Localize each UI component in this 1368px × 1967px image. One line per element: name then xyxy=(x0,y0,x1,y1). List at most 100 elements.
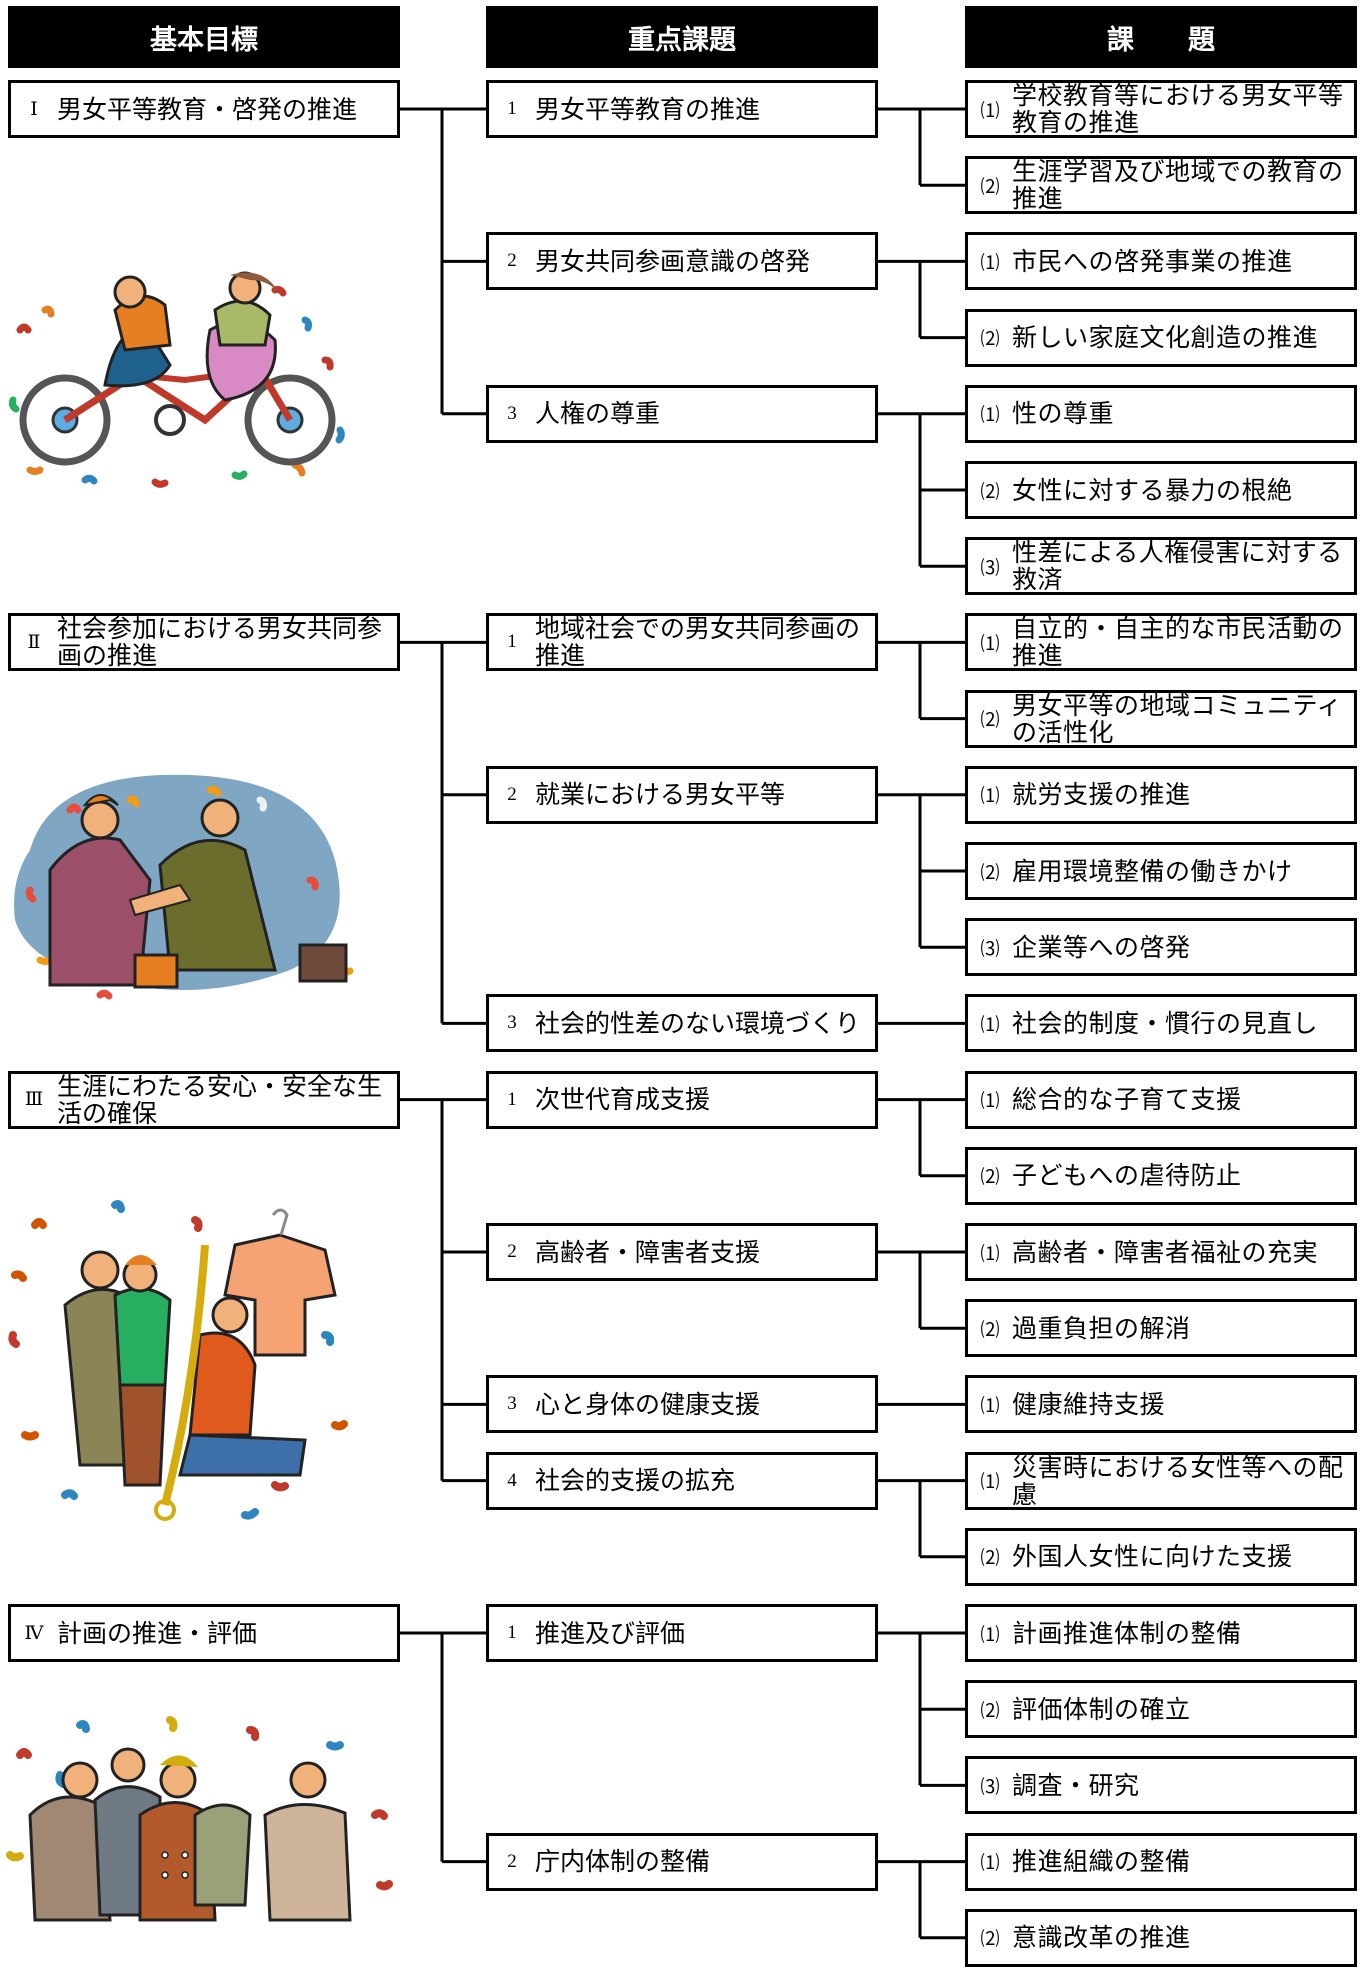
issue-box-label: 学校教育等における男女平等教育の推進 xyxy=(1012,81,1344,137)
priority-box-label: 心と身体の健康支援 xyxy=(535,1389,761,1419)
priority-box-number: 1 xyxy=(507,631,517,653)
issue-box-label: 就労支援の推進 xyxy=(1012,780,1191,810)
issue-box-label: 企業等への啓発 xyxy=(1012,932,1191,962)
priority-box-number: 3 xyxy=(507,402,517,424)
priority-box: 3 心と身体の健康支援 xyxy=(486,1375,878,1434)
priority-box-number: 4 xyxy=(507,1469,517,1491)
issue-box-label: 雇用環境整備の働きかけ xyxy=(1012,856,1293,886)
priority-box: 3 人権の尊重 xyxy=(486,384,878,443)
issue-box-number: ⑵ xyxy=(980,1167,1000,1189)
issue-box: ⑴ 総合的な子育て支援 xyxy=(965,1070,1357,1129)
priority-box-label: 社会的支援の拡充 xyxy=(535,1466,736,1496)
issue-box: ⑴計画推進体制の整備 xyxy=(965,1604,1357,1662)
issue-box: ⑴市民への啓発事業の推進 xyxy=(965,232,1357,291)
issue-box: ⑶ 調査・研究 xyxy=(965,1756,1357,1815)
issue-box-label: 女性に対する暴力の根絶 xyxy=(1012,475,1293,505)
issue-box-number: ⑵ xyxy=(980,329,1000,351)
goal-box: Ⅰ 男女平等教育・啓発の推進 xyxy=(8,80,400,138)
priority-box-label: 人権の尊重 xyxy=(535,399,661,429)
issue-box: ⑴ 性の尊重 xyxy=(965,384,1357,443)
priority-box-number: 2 xyxy=(507,783,517,805)
issue-box: ⑴ 学校教育等における男女平等教育の推進 xyxy=(965,80,1357,138)
priority-box-label: 社会的性差のない環境づくり xyxy=(535,1008,861,1038)
handshake-illustration xyxy=(14,774,354,1000)
priority-box: 1 次世代育成支援 xyxy=(486,1070,878,1129)
goal-box-number: Ⅱ xyxy=(27,631,41,653)
issue-box-number: ⑵ xyxy=(980,1700,1000,1722)
issue-box-number: ⑶ xyxy=(980,1776,1000,1798)
goal-box-number: Ⅳ xyxy=(24,1622,44,1644)
priority-box-label: 庁内体制の整備 xyxy=(535,1847,711,1877)
priority-box-number: 3 xyxy=(507,1012,517,1034)
issue-box-label: 外国人女性に向けた支援 xyxy=(1012,1542,1293,1572)
issue-box: ⑵外国人女性に向けた支援 xyxy=(965,1527,1357,1586)
issue-box-number: ⑴ xyxy=(980,100,1000,122)
issue-box-label: 高齢者・障害者福祉の充実 xyxy=(1012,1237,1319,1267)
issue-box-number: ⑴ xyxy=(980,633,1000,655)
issue-box: ⑴自立的・自主的な市民活動の推進 xyxy=(965,613,1357,672)
header-issue: 課 題 xyxy=(965,6,1357,68)
group-illustration xyxy=(6,1716,393,1922)
issue-box: ⑶ 性差による人権侵害に対する救済 xyxy=(965,537,1357,596)
goal-box: Ⅳ 計画の推進・評価 xyxy=(8,1604,400,1662)
priority-box: 4 社会的支援の拡充 xyxy=(486,1451,878,1510)
priority-box-label: 高齢者・障害者支援 xyxy=(535,1237,761,1267)
goal-box-number: Ⅰ xyxy=(30,98,38,120)
issue-box-number: ⑵ xyxy=(980,176,1000,198)
priority-box: 1 地域社会での男女共同参画の推進 xyxy=(486,613,878,672)
issue-box-label: 総合的な子育て支援 xyxy=(1012,1085,1242,1115)
priority-box: 2 高齢者・障害者支援 xyxy=(486,1223,878,1281)
issue-box: ⑵過重負担の解消 xyxy=(965,1299,1357,1358)
issue-box: ⑴ 社会的制度・慣行の見直し xyxy=(965,994,1357,1053)
issue-box: ⑵男女平等の地域コミュニティの活性化 xyxy=(965,689,1357,748)
header-priority: 重点課題 xyxy=(486,6,878,68)
issue-box-label: 推進組織の整備 xyxy=(1012,1847,1191,1877)
issue-box: ⑴健康維持支援 xyxy=(965,1375,1357,1434)
issue-box-number: ⑵ xyxy=(980,481,1000,503)
priority-box-label: 推進及び評価 xyxy=(535,1618,686,1648)
header-goal: 基本目標 xyxy=(8,6,400,68)
issue-box-label: 性差による人権侵害に対する救済 xyxy=(1012,538,1343,595)
priority-box-number: 2 xyxy=(507,1850,517,1872)
issue-box-number: ⑴ xyxy=(980,1014,1000,1036)
priority-box-number: 3 xyxy=(507,1393,517,1415)
issue-box: ⑵生涯学習及び地域での教育の推進 xyxy=(965,156,1357,215)
issue-box-number: ⑴ xyxy=(980,405,1000,427)
priority-box: 2 庁内体制の整備 xyxy=(486,1832,878,1891)
issue-box-number: ⑶ xyxy=(980,938,1000,960)
issue-box: ⑵雇用環境整備の働きかけ xyxy=(965,842,1357,900)
issue-box-number: ⑴ xyxy=(980,1472,1000,1494)
issue-box-label: 健康維持支援 xyxy=(1012,1389,1166,1419)
priority-box-label: 次世代育成支援 xyxy=(535,1085,711,1115)
goal-box-label: 計画の推進・評価 xyxy=(57,1618,258,1648)
issue-box-number: ⑴ xyxy=(980,786,1000,808)
issue-box-number: ⑴ xyxy=(980,1091,1000,1113)
issue-box-label: 子どもへの虐待防止 xyxy=(1012,1161,1242,1191)
goal-box: Ⅱ 社会参加における男女共同参画の推進 xyxy=(8,613,400,672)
issue-box-label: 社会的制度・慣行の見直し xyxy=(1012,1008,1319,1038)
priority-box-label: 男女平等教育の推進 xyxy=(535,94,761,124)
issue-box-number: ⑶ xyxy=(980,557,1000,579)
issue-box: ⑵ 女性に対する暴力の根絶 xyxy=(965,461,1357,519)
issue-box-label: 調査・研究 xyxy=(1012,1770,1140,1800)
goal-box-label: 社会参加における男女共同参画の推進 xyxy=(57,614,383,671)
issue-box-label: 災害時における女性等への配慮 xyxy=(1012,1452,1344,1509)
family-clothing-illustration xyxy=(8,1200,348,1521)
issue-box-number: ⑵ xyxy=(980,1929,1000,1951)
priority-box-number: 2 xyxy=(507,1241,517,1262)
issue-box-label: 性の尊重 xyxy=(1012,399,1115,429)
issue-box-label: 新しい家庭文化創造の推進 xyxy=(1012,323,1319,353)
issue-box: ⑴ 災害時における女性等への配慮 xyxy=(965,1451,1357,1510)
priority-box-number: 1 xyxy=(507,1088,517,1110)
issue-box: ⑵ 子どもへの虐待防止 xyxy=(965,1146,1357,1205)
priority-box-label: 地域社会での男女共同参画の推進 xyxy=(535,614,861,671)
goal-box-label: 男女平等教育・啓発の推進 xyxy=(57,94,358,124)
priority-box: 3 社会的性差のない環境づくり xyxy=(486,994,878,1053)
tandem-bicycle-illustration xyxy=(8,271,345,488)
issue-box-label: 過重負担の解消 xyxy=(1012,1313,1191,1343)
issue-box-number: ⑵ xyxy=(980,710,1000,732)
issue-box-label: 評価体制の確立 xyxy=(1012,1694,1191,1724)
